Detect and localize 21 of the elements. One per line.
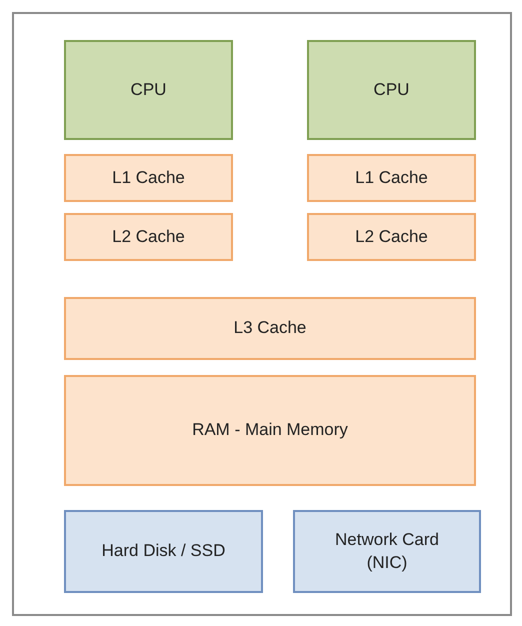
cpu-box [64,40,233,140]
node-label: L1 Cache [112,166,185,189]
cpu-box [307,40,476,140]
outer-frame [12,12,512,616]
memory-box [307,154,476,202]
node-label: RAM - Main Memory [192,419,348,442]
memory-box [64,297,476,360]
node-label: L3 Cache [234,317,306,340]
memory-box [64,154,233,202]
node-label: L2 Cache [112,226,185,248]
memory-box [64,375,476,486]
node-label: L2 Cache [355,226,428,248]
node-label: Network Card (NIC) [334,529,440,574]
storage-box [293,510,481,593]
memory-box [64,213,233,261]
memory-box [307,213,476,261]
node-label: L1 Cache [355,166,428,189]
node-label: CPU [130,78,166,101]
node-label: CPU [374,78,410,101]
storage-box [64,510,263,593]
node-label: Hard Disk / SSD [102,540,226,562]
